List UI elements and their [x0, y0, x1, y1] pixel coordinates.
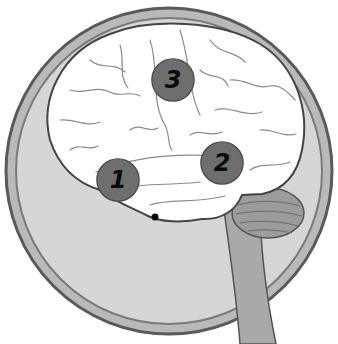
- outer-ring: [6, 8, 332, 334]
- callout-disc: [201, 142, 243, 184]
- callout-number: 2: [214, 151, 231, 175]
- callout-number: 1: [110, 168, 127, 192]
- callout-disc: [97, 159, 139, 201]
- callout-disc: [152, 59, 194, 101]
- callout-circle: 3: [151, 58, 195, 102]
- marker-dot: [152, 214, 159, 221]
- callout-circle: 1: [96, 158, 140, 202]
- gyri: [60, 30, 296, 205]
- callout-circle: 2: [200, 141, 244, 185]
- cerebrum: [48, 24, 305, 222]
- cerebellum-folds: [236, 201, 302, 233]
- inner-disc: [16, 18, 322, 324]
- callout-number: 3: [165, 68, 182, 92]
